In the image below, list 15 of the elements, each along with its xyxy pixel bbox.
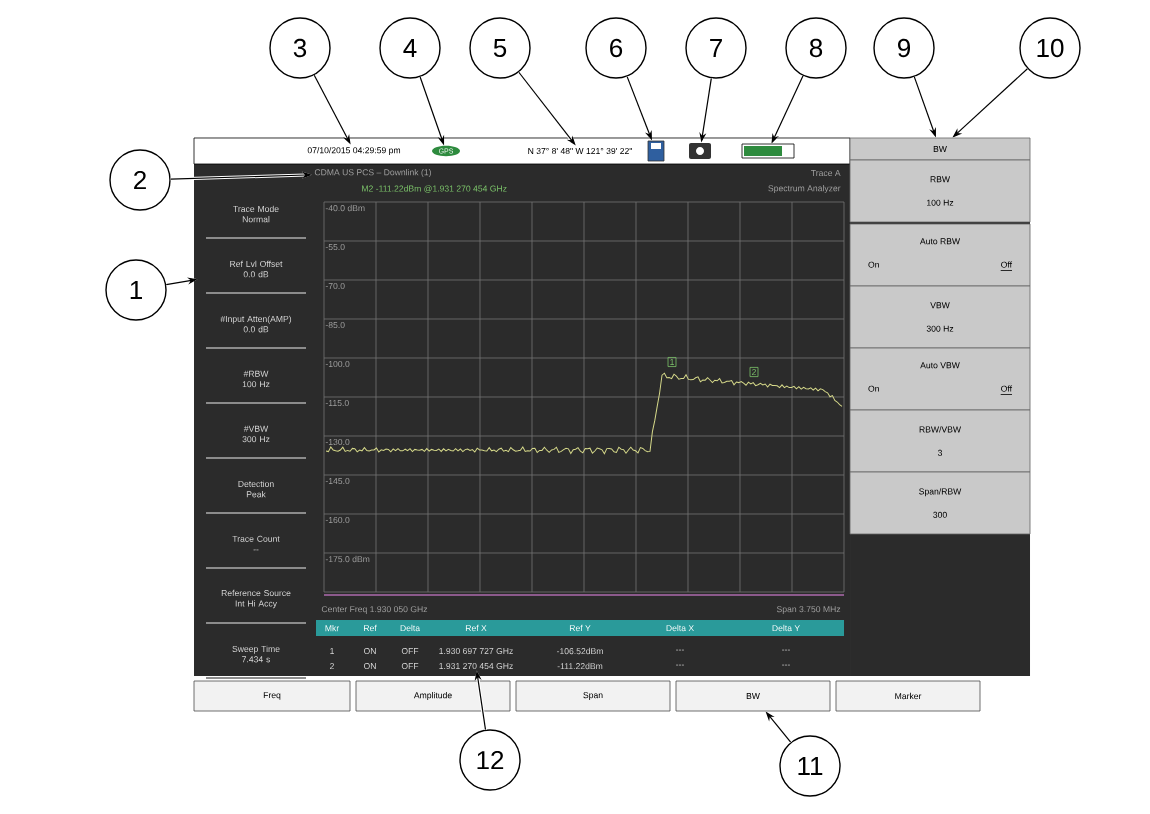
callout-number: 12	[459, 729, 521, 791]
callout-number: 6	[585, 17, 647, 79]
callout-number: 3	[269, 17, 331, 79]
battery-icon	[741, 143, 795, 159]
callout-number: 10	[1019, 17, 1081, 79]
callout-number: 7	[685, 17, 747, 79]
save-icon	[647, 140, 665, 162]
callout-number: 1	[105, 259, 167, 321]
callout-number: 4	[379, 17, 441, 79]
callout-number: 2	[109, 149, 171, 211]
callout-number: 5	[469, 17, 531, 79]
callout-number: 11	[779, 735, 841, 797]
camera-icon	[689, 143, 711, 159]
callout-number: 9	[873, 17, 935, 79]
callout-number: 8	[785, 17, 847, 79]
